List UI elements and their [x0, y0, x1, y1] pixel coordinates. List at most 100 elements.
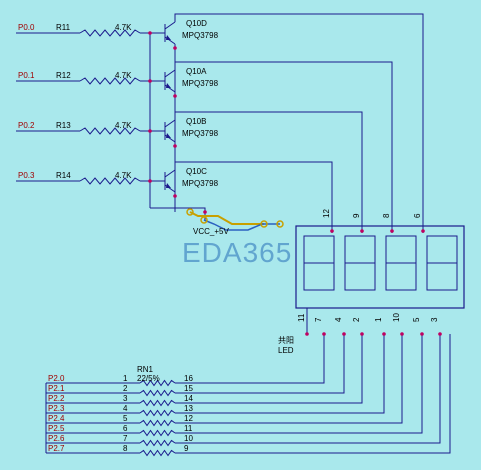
- pcb-pad-4: [276, 220, 284, 228]
- junction-base-0: [148, 31, 152, 35]
- rn-port-P2-6: P2.6: [48, 434, 65, 443]
- resistor-r13-symbol: [79, 127, 141, 135]
- junction-emitter-0: [173, 46, 177, 50]
- resistor-r12-symbol: [79, 77, 141, 85]
- transistor-arrow-1: [166, 83, 171, 88]
- rn-resistor-3: [139, 399, 176, 407]
- rn-resistor-4: [139, 409, 176, 417]
- port-label-P0-1: P0.1: [18, 71, 35, 80]
- rn-right-pin-13: 13: [184, 404, 193, 413]
- display-bottom-pin-4: 4: [334, 317, 343, 322]
- transistor-part-2: MPQ3798: [182, 129, 219, 138]
- transistor-collector-leg-0: [164, 21, 176, 30]
- junction-emitter-1: [173, 94, 177, 98]
- junction-top-pin-12: [330, 229, 334, 233]
- junction-emitter-2: [173, 144, 177, 148]
- rn-resistor-1: [139, 379, 176, 387]
- rn-right-pin-12: 12: [184, 414, 193, 423]
- rn-resistor-2: [139, 389, 176, 397]
- display-bottom-pin-2: 2: [352, 317, 361, 322]
- transistor-collector-leg-2: [164, 119, 176, 128]
- junction-bottom-pin-2: [360, 332, 364, 336]
- rn-left-pin-8: 8: [123, 444, 128, 453]
- resistor-value-0: 4.7K: [115, 23, 132, 32]
- port-label-P0-2: P0.2: [18, 121, 35, 130]
- rn-route-0: [210, 334, 325, 384]
- display-bottom-pin-3: 3: [430, 317, 439, 322]
- rn-left-pin-1: 1: [123, 374, 128, 383]
- junction-bottom-pin-5: [420, 332, 424, 336]
- resistor-ref-r14: R14: [56, 171, 71, 180]
- display-bottom-pin-5: 5: [412, 317, 421, 322]
- junction-base-3: [148, 179, 152, 183]
- rn-route-6: [210, 334, 441, 444]
- rn-resistor-7: [139, 439, 176, 447]
- pcb-pad-3: [260, 220, 268, 228]
- resistor-value-1: 4.7K: [115, 71, 132, 80]
- transistor-arrow-0: [166, 35, 171, 40]
- junction-bottom-pin-10: [400, 332, 404, 336]
- rn-right-pin-14: 14: [184, 394, 193, 403]
- transistor-part-0: MPQ3798: [182, 31, 219, 40]
- rn-left-pin-2: 2: [123, 384, 128, 393]
- transistor-ref-q10b: Q10B: [186, 117, 206, 126]
- rn-left-pin-4: 4: [123, 404, 128, 413]
- junction-vcc: [203, 210, 207, 214]
- pcb-trace-a: [189, 211, 264, 225]
- junction-top-pin-9: [360, 229, 364, 233]
- rn-resistor-5: [139, 419, 176, 427]
- common-anode-label-cn: 共阳: [278, 336, 294, 345]
- resistor-r14-symbol: [79, 177, 141, 185]
- rn-route-4: [210, 334, 403, 424]
- common-anode-label-en: LED: [278, 346, 294, 355]
- resistor-r11-symbol: [79, 29, 141, 37]
- rn-port-P2-2: P2.2: [48, 394, 65, 403]
- junction-bottom-pin-1: [382, 332, 386, 336]
- transistor-ref-q10d: Q10D: [186, 19, 207, 28]
- transistor-part-3: MPQ3798: [182, 179, 219, 188]
- junction-top-pin-6: [421, 229, 425, 233]
- display-top-pin-8: 8: [382, 213, 391, 218]
- rn-port-P2-4: P2.4: [48, 414, 65, 423]
- resistor-value-2: 4.7K: [115, 121, 132, 130]
- display-bottom-pin-7: 7: [314, 317, 323, 322]
- pcb-pad-2: [200, 216, 208, 224]
- rn-left-pin-3: 3: [123, 394, 128, 403]
- transistor-arrow-3: [166, 183, 171, 188]
- display-top-pin-12: 12: [322, 209, 331, 218]
- rn-port-P2-1: P2.1: [48, 384, 65, 393]
- resistor-ref-r13: R13: [56, 121, 71, 130]
- pcb-pad-1: [186, 208, 194, 216]
- vcc-label: VCC_+5V: [193, 227, 229, 236]
- rn-left-pin-6: 6: [123, 424, 128, 433]
- rn-port-P2-3: P2.3: [48, 404, 65, 413]
- display-bottom-pin-11: 11: [297, 313, 306, 322]
- rn-port-P2-5: P2.5: [48, 424, 65, 433]
- rn-left-pin-5: 5: [123, 414, 128, 423]
- collector-route-0: [174, 13, 424, 233]
- rn-resistor-6: [139, 429, 176, 437]
- transistor-arrow-2: [166, 133, 171, 138]
- rn-resistor-8: [139, 449, 176, 457]
- seven-segment-display-outline: [295, 225, 465, 309]
- resistor-ref-r11: R11: [56, 23, 71, 32]
- display-top-pin-6: 6: [413, 213, 422, 218]
- transistor-collector-leg-1: [164, 69, 176, 78]
- display-bottom-pin-10: 10: [392, 313, 401, 322]
- junction-bottom-pin-11: [305, 332, 309, 336]
- rn-port-P2-7: P2.7: [48, 444, 65, 453]
- junction-base-2: [148, 129, 152, 133]
- rn-route-2: [210, 334, 363, 404]
- rn-route-1: [210, 334, 345, 394]
- transistor-collector-leg-3: [164, 169, 176, 178]
- rn-port-P2-0: P2.0: [48, 374, 65, 383]
- resistor-ref-r12: R12: [56, 71, 71, 80]
- junction-base-1: [148, 79, 152, 83]
- rn-right-pin-15: 15: [184, 384, 193, 393]
- junction-top-pin-8: [390, 229, 394, 233]
- rn-route-3: [210, 334, 385, 414]
- pcb-trace-b: [203, 219, 280, 231]
- transistor-ref-q10c: Q10C: [186, 167, 207, 176]
